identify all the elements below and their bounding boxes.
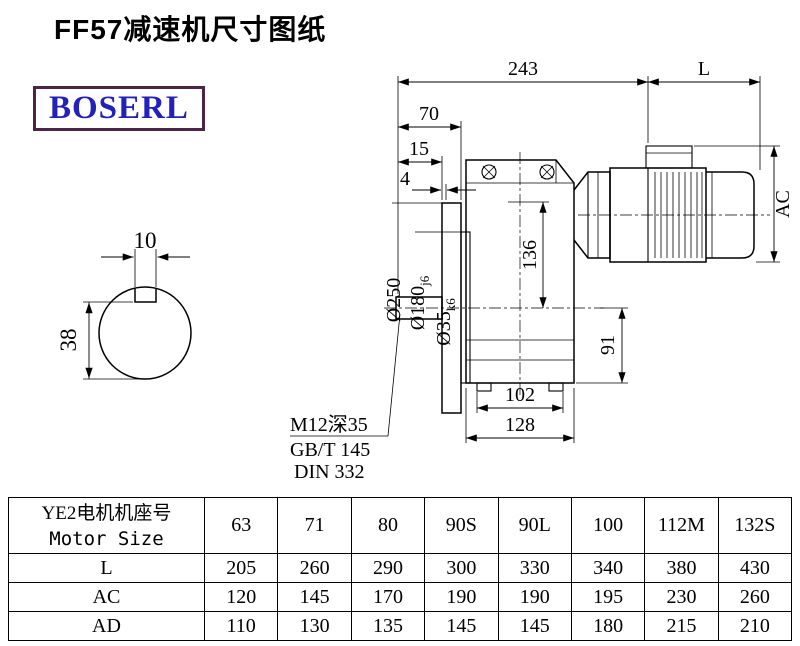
value-cell: 210 <box>717 611 793 641</box>
dim-38-label: 38 <box>56 329 81 352</box>
note-gbt-label: GB/T 145 <box>290 439 370 461</box>
size-cell: 71 <box>277 497 352 554</box>
dia-250-label: Ø250 <box>383 278 405 322</box>
dim-L-label: L <box>698 58 710 80</box>
header-en: Motor Size <box>49 527 164 550</box>
shaft-section-view: 10 38 <box>56 228 192 380</box>
value-cell: 120 <box>203 582 279 612</box>
page-title: FF57减速机尺寸图纸 <box>54 14 327 45</box>
value-cell: 290 <box>350 553 426 583</box>
table-header-row: YE2电机机座号 Motor Size 63 71 80 90S 90L 100… <box>8 497 793 554</box>
note-din-label: DIN 332 <box>294 461 365 483</box>
row-label: L <box>8 553 205 583</box>
value-cell: 380 <box>644 553 719 583</box>
motor-size-header: YE2电机机座号 Motor Size <box>8 497 205 554</box>
dimensions: 243 L 70 15 4 AC 136 91 <box>290 58 794 483</box>
dim-4-label: 4 <box>400 168 410 190</box>
size-cell: 132S <box>717 497 793 554</box>
value-cell: 145 <box>424 611 499 641</box>
value-cell: 170 <box>350 582 426 612</box>
bolt-hole-icon <box>539 164 555 180</box>
dia-180-label: Ø180j6 <box>407 275 432 330</box>
motor-fins <box>654 172 703 258</box>
dim-128-label: 128 <box>505 414 535 436</box>
dim-91-label: 91 <box>597 335 619 355</box>
size-cell: 112M <box>644 497 719 554</box>
value-cell: 190 <box>424 582 499 612</box>
table-row-AD: AD 110 130 135 145 145 180 215 210 <box>8 611 793 641</box>
dimension-table: YE2电机机座号 Motor Size 63 71 80 90S 90L 100… <box>8 497 793 641</box>
value-cell: 260 <box>717 582 793 612</box>
size-cell: 63 <box>203 497 279 554</box>
value-cell: 330 <box>497 553 572 583</box>
value-cell: 145 <box>277 582 352 612</box>
table-row-L: L 205 260 290 300 330 340 380 430 <box>8 553 793 583</box>
size-cell: 100 <box>570 497 646 554</box>
dim-AC-label: AC <box>772 190 794 218</box>
logo-text: BOSERL <box>49 90 189 126</box>
dim-243-label: 243 <box>508 58 538 80</box>
dia-180-value: Ø180 <box>407 286 429 330</box>
value-cell: 190 <box>497 582 572 612</box>
value-cell: 260 <box>277 553 352 583</box>
size-cell: 90L <box>497 497 572 554</box>
size-cell: 80 <box>350 497 426 554</box>
dia-180-tolerance: j6 <box>417 275 432 287</box>
dim-10-label: 10 <box>134 228 157 253</box>
table-row-AC: AC 120 145 170 190 190 195 230 260 <box>8 582 793 612</box>
value-cell: 130 <box>277 611 352 641</box>
value-cell: 195 <box>570 582 646 612</box>
boserl-logo: BOSERL <box>33 86 205 131</box>
gearbox-main-view <box>384 145 770 414</box>
bolt-hole-icon <box>481 164 497 180</box>
value-cell: 300 <box>424 553 499 583</box>
value-cell: 135 <box>350 611 426 641</box>
value-cell: 215 <box>644 611 719 641</box>
dia-35-label: Ø35k6 <box>433 298 458 346</box>
value-cell: 145 <box>497 611 572 641</box>
dia-35-tolerance: k6 <box>443 298 458 312</box>
header-cn: YE2电机机座号 <box>41 502 172 524</box>
dia-35-value: Ø35 <box>433 311 455 345</box>
value-cell: 430 <box>717 553 793 583</box>
dimension-drawing: 10 38 <box>56 58 794 483</box>
dim-136-label: 136 <box>519 240 541 270</box>
dim-70-label: 70 <box>419 103 439 125</box>
value-cell: 180 <box>570 611 646 641</box>
value-cell: 205 <box>203 553 279 583</box>
row-label: AD <box>8 611 205 641</box>
note-m12-label: M12深35 <box>290 413 368 436</box>
row-label: AC <box>8 582 205 612</box>
dim-102-label: 102 <box>505 384 535 406</box>
dim-15-label: 15 <box>409 138 429 160</box>
size-cell: 90S <box>424 497 499 554</box>
value-cell: 340 <box>570 553 646 583</box>
value-cell: 110 <box>203 611 279 641</box>
value-cell: 230 <box>644 582 719 612</box>
